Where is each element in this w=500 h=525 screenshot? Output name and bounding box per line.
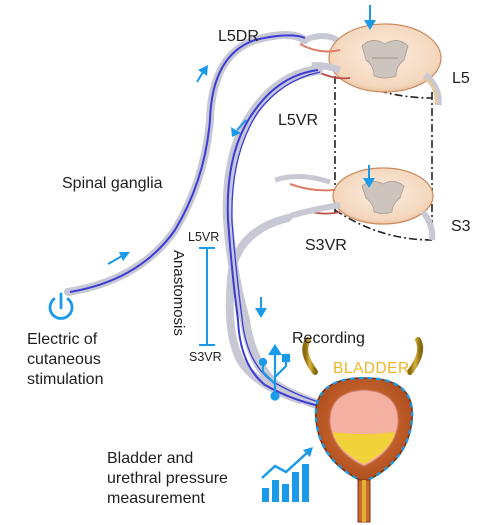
s3-label: S3 xyxy=(451,218,471,235)
anastomosis-label: Anastomosis xyxy=(170,250,187,336)
spinal-ganglia-label: Spinal ganglia xyxy=(62,175,163,192)
measurement-label-line2: urethral pressure xyxy=(107,470,228,487)
stimulation-label-line1: Electric of xyxy=(27,331,98,348)
usb-icon xyxy=(258,343,291,401)
spinal-cord-s3 xyxy=(274,167,436,241)
l5vr-label: L5VR xyxy=(278,112,319,129)
stimulation-label-line3: stimulation xyxy=(27,371,104,388)
bar-bottom-label: S3VR xyxy=(189,350,222,364)
measurement-label: Bladder and urethral pressure measuremen… xyxy=(107,449,257,509)
spinal-cord-l5 xyxy=(298,23,442,106)
l5dr-label: L5DR xyxy=(218,28,259,45)
bladder-label: BLADDER xyxy=(333,360,410,377)
anastomosis-bar xyxy=(199,247,215,346)
measurement-label-line1: Bladder and xyxy=(107,450,194,467)
l5-label: L5 xyxy=(452,70,470,87)
recording-label: Recording xyxy=(292,330,365,347)
measurement-label-line3: measurement xyxy=(107,490,205,507)
stimulation-label-line2: cutaneous xyxy=(27,351,101,368)
bar-top-label: L5VR xyxy=(188,230,220,244)
bladder-illustration xyxy=(302,337,424,523)
power-icon xyxy=(48,292,74,320)
stimulation-label: Electric of cutaneous stimulation xyxy=(27,330,167,390)
s3vr-label: S3VR xyxy=(305,237,347,254)
bar-chart-trend-icon xyxy=(261,447,313,502)
direction-arrow-icon xyxy=(107,5,376,318)
